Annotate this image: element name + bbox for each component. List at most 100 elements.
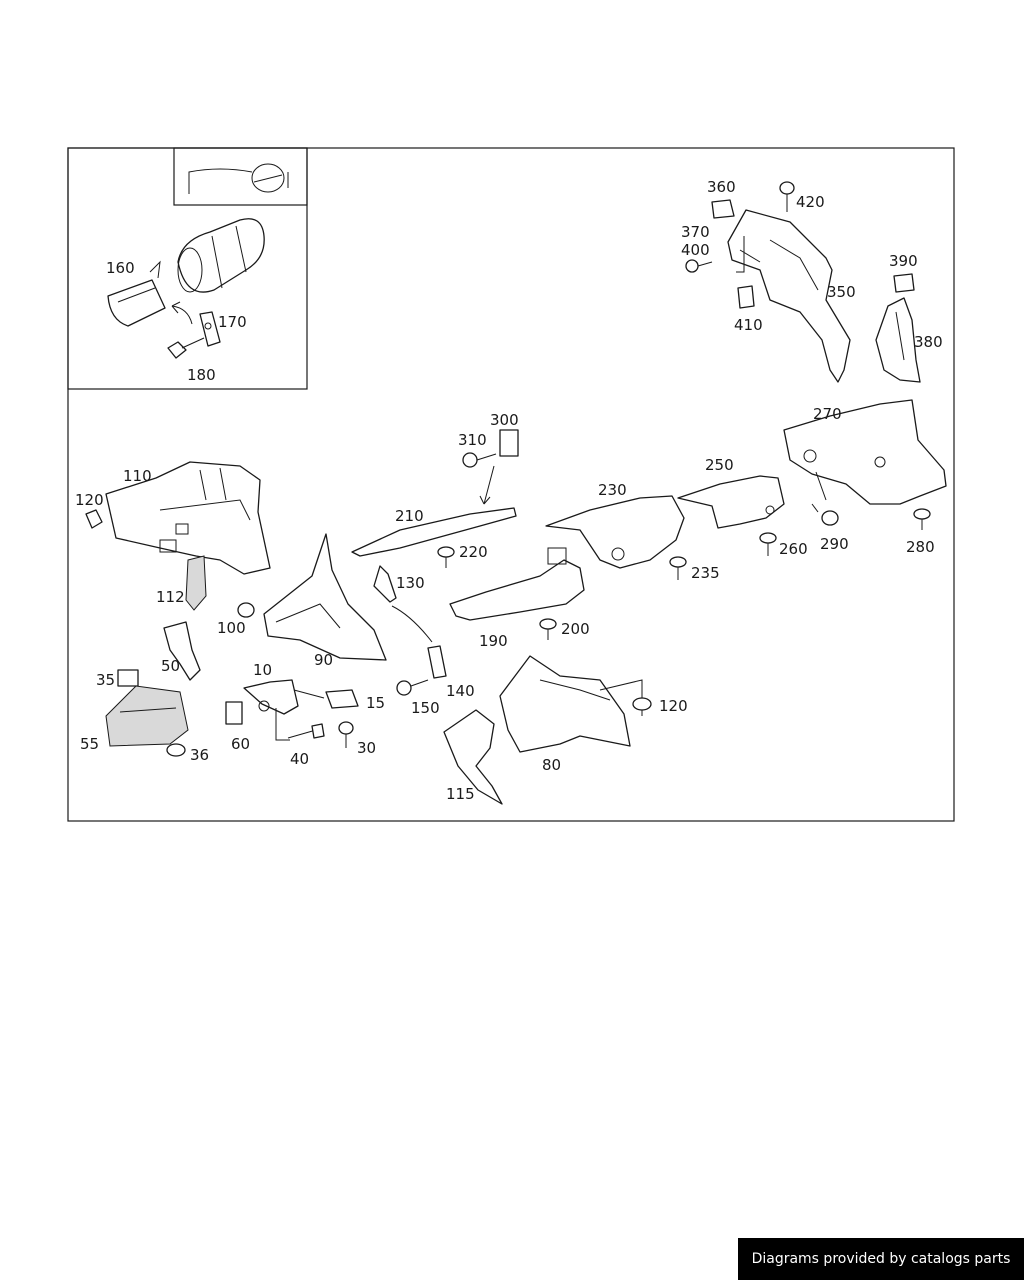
part-50-bracket bbox=[163, 621, 201, 681]
part-90-pillar-trim bbox=[263, 533, 387, 661]
part-230-trim bbox=[545, 495, 685, 569]
part-270-panel bbox=[783, 399, 947, 505]
callout-270: 270 bbox=[813, 405, 842, 423]
callout-160: 160 bbox=[106, 259, 135, 277]
part-360-clip bbox=[711, 199, 735, 219]
part-60-clip bbox=[225, 701, 243, 725]
callout-115: 115 bbox=[446, 785, 475, 803]
leader-120b bbox=[599, 679, 643, 698]
part-400-screw bbox=[685, 259, 713, 273]
part-380-panel bbox=[875, 297, 921, 383]
part-210-strip bbox=[351, 507, 517, 557]
inset-header bbox=[173, 147, 308, 206]
callout-180: 180 bbox=[187, 366, 216, 384]
callout-35: 35 bbox=[96, 671, 115, 689]
part-410-clip bbox=[737, 285, 755, 309]
part-35-clip bbox=[117, 669, 139, 687]
part-310-screw bbox=[462, 452, 497, 468]
part-120b-push-pin bbox=[632, 697, 652, 716]
part-200-push-pin bbox=[539, 618, 557, 640]
callout-130: 130 bbox=[396, 574, 425, 592]
part-36-nut bbox=[166, 743, 186, 757]
callout-190: 190 bbox=[479, 632, 508, 650]
callout-420: 420 bbox=[796, 193, 825, 211]
part-235-push-pin bbox=[669, 556, 687, 580]
part-290-screw bbox=[811, 503, 839, 526]
part-115-panel bbox=[443, 709, 503, 805]
part-260-push-pin bbox=[759, 532, 777, 556]
callout-112: 112 bbox=[156, 588, 185, 606]
callout-10: 10 bbox=[253, 661, 272, 679]
part-150-screw bbox=[396, 679, 429, 696]
arrow-300 bbox=[483, 465, 495, 505]
part-220-push-pin bbox=[437, 546, 455, 568]
callout-410: 410 bbox=[734, 316, 763, 334]
callout-60: 60 bbox=[231, 735, 250, 753]
arrowhead-180 bbox=[171, 301, 181, 314]
credit-banner: Diagrams provided by catalogs parts bbox=[738, 1238, 1024, 1280]
callout-390: 390 bbox=[889, 252, 918, 270]
callout-350: 350 bbox=[827, 283, 856, 301]
part-40-screw bbox=[287, 723, 325, 739]
part-390-nut bbox=[893, 273, 915, 293]
callout-400: 400 bbox=[681, 241, 710, 259]
callout-36: 36 bbox=[190, 746, 209, 764]
part-300-clip bbox=[499, 429, 519, 457]
leader-40 bbox=[275, 708, 290, 741]
arrow-180 bbox=[171, 305, 193, 325]
callout-260: 260 bbox=[779, 540, 808, 558]
callout-110: 110 bbox=[123, 467, 152, 485]
part-140-clip bbox=[427, 645, 447, 679]
part-30-screw bbox=[338, 721, 354, 748]
callout-120b: 120 bbox=[659, 697, 688, 715]
part-130-bracket bbox=[373, 565, 397, 603]
callout-120a: 120 bbox=[75, 491, 104, 509]
callout-90: 90 bbox=[314, 651, 333, 669]
part-250-trim bbox=[677, 475, 785, 529]
callout-40: 40 bbox=[290, 750, 309, 768]
steering-wheel-icon bbox=[188, 163, 289, 194]
callout-310: 310 bbox=[458, 431, 487, 449]
callout-280: 280 bbox=[906, 538, 935, 556]
leader-370 bbox=[736, 236, 745, 273]
callout-380: 380 bbox=[914, 333, 943, 351]
callout-235: 235 bbox=[691, 564, 720, 582]
part-112-pad bbox=[185, 555, 207, 611]
callout-220: 220 bbox=[459, 543, 488, 561]
callout-250: 250 bbox=[705, 456, 734, 474]
callout-80: 80 bbox=[542, 756, 561, 774]
part-160-steering-cover bbox=[107, 260, 166, 327]
callout-30: 30 bbox=[357, 739, 376, 757]
part-120-push-pin bbox=[85, 509, 103, 529]
callout-200: 200 bbox=[561, 620, 590, 638]
part-steering-column-tube bbox=[177, 218, 265, 293]
part-80-trim bbox=[499, 655, 631, 753]
part-420-screw bbox=[779, 181, 795, 212]
callout-15: 15 bbox=[366, 694, 385, 712]
part-280-push-pin bbox=[913, 508, 931, 530]
part-190-sill-trim bbox=[449, 547, 585, 621]
callout-290: 290 bbox=[820, 535, 849, 553]
callout-50: 50 bbox=[161, 657, 180, 675]
part-170-bracket bbox=[199, 311, 221, 347]
part-55-cover bbox=[105, 685, 189, 747]
part-180-bolt bbox=[167, 337, 205, 359]
arrow-290 bbox=[815, 471, 827, 501]
arrowhead-300 bbox=[479, 495, 491, 505]
diagram-frame bbox=[67, 147, 955, 822]
part-15-nut bbox=[325, 689, 359, 709]
callout-55: 55 bbox=[80, 735, 99, 753]
callout-170: 170 bbox=[218, 313, 247, 331]
callout-150: 150 bbox=[411, 699, 440, 717]
callout-210: 210 bbox=[395, 507, 424, 525]
part-350-wheelhouse-panel bbox=[727, 209, 851, 383]
part-10-bracket bbox=[243, 679, 299, 715]
callout-370: 370 bbox=[681, 223, 710, 241]
part-100-push-pin bbox=[237, 602, 255, 618]
callout-140: 140 bbox=[446, 682, 475, 700]
callout-100: 100 bbox=[217, 619, 246, 637]
arrow-130 bbox=[391, 605, 433, 643]
callout-300: 300 bbox=[490, 411, 519, 429]
leader-15 bbox=[293, 689, 325, 699]
